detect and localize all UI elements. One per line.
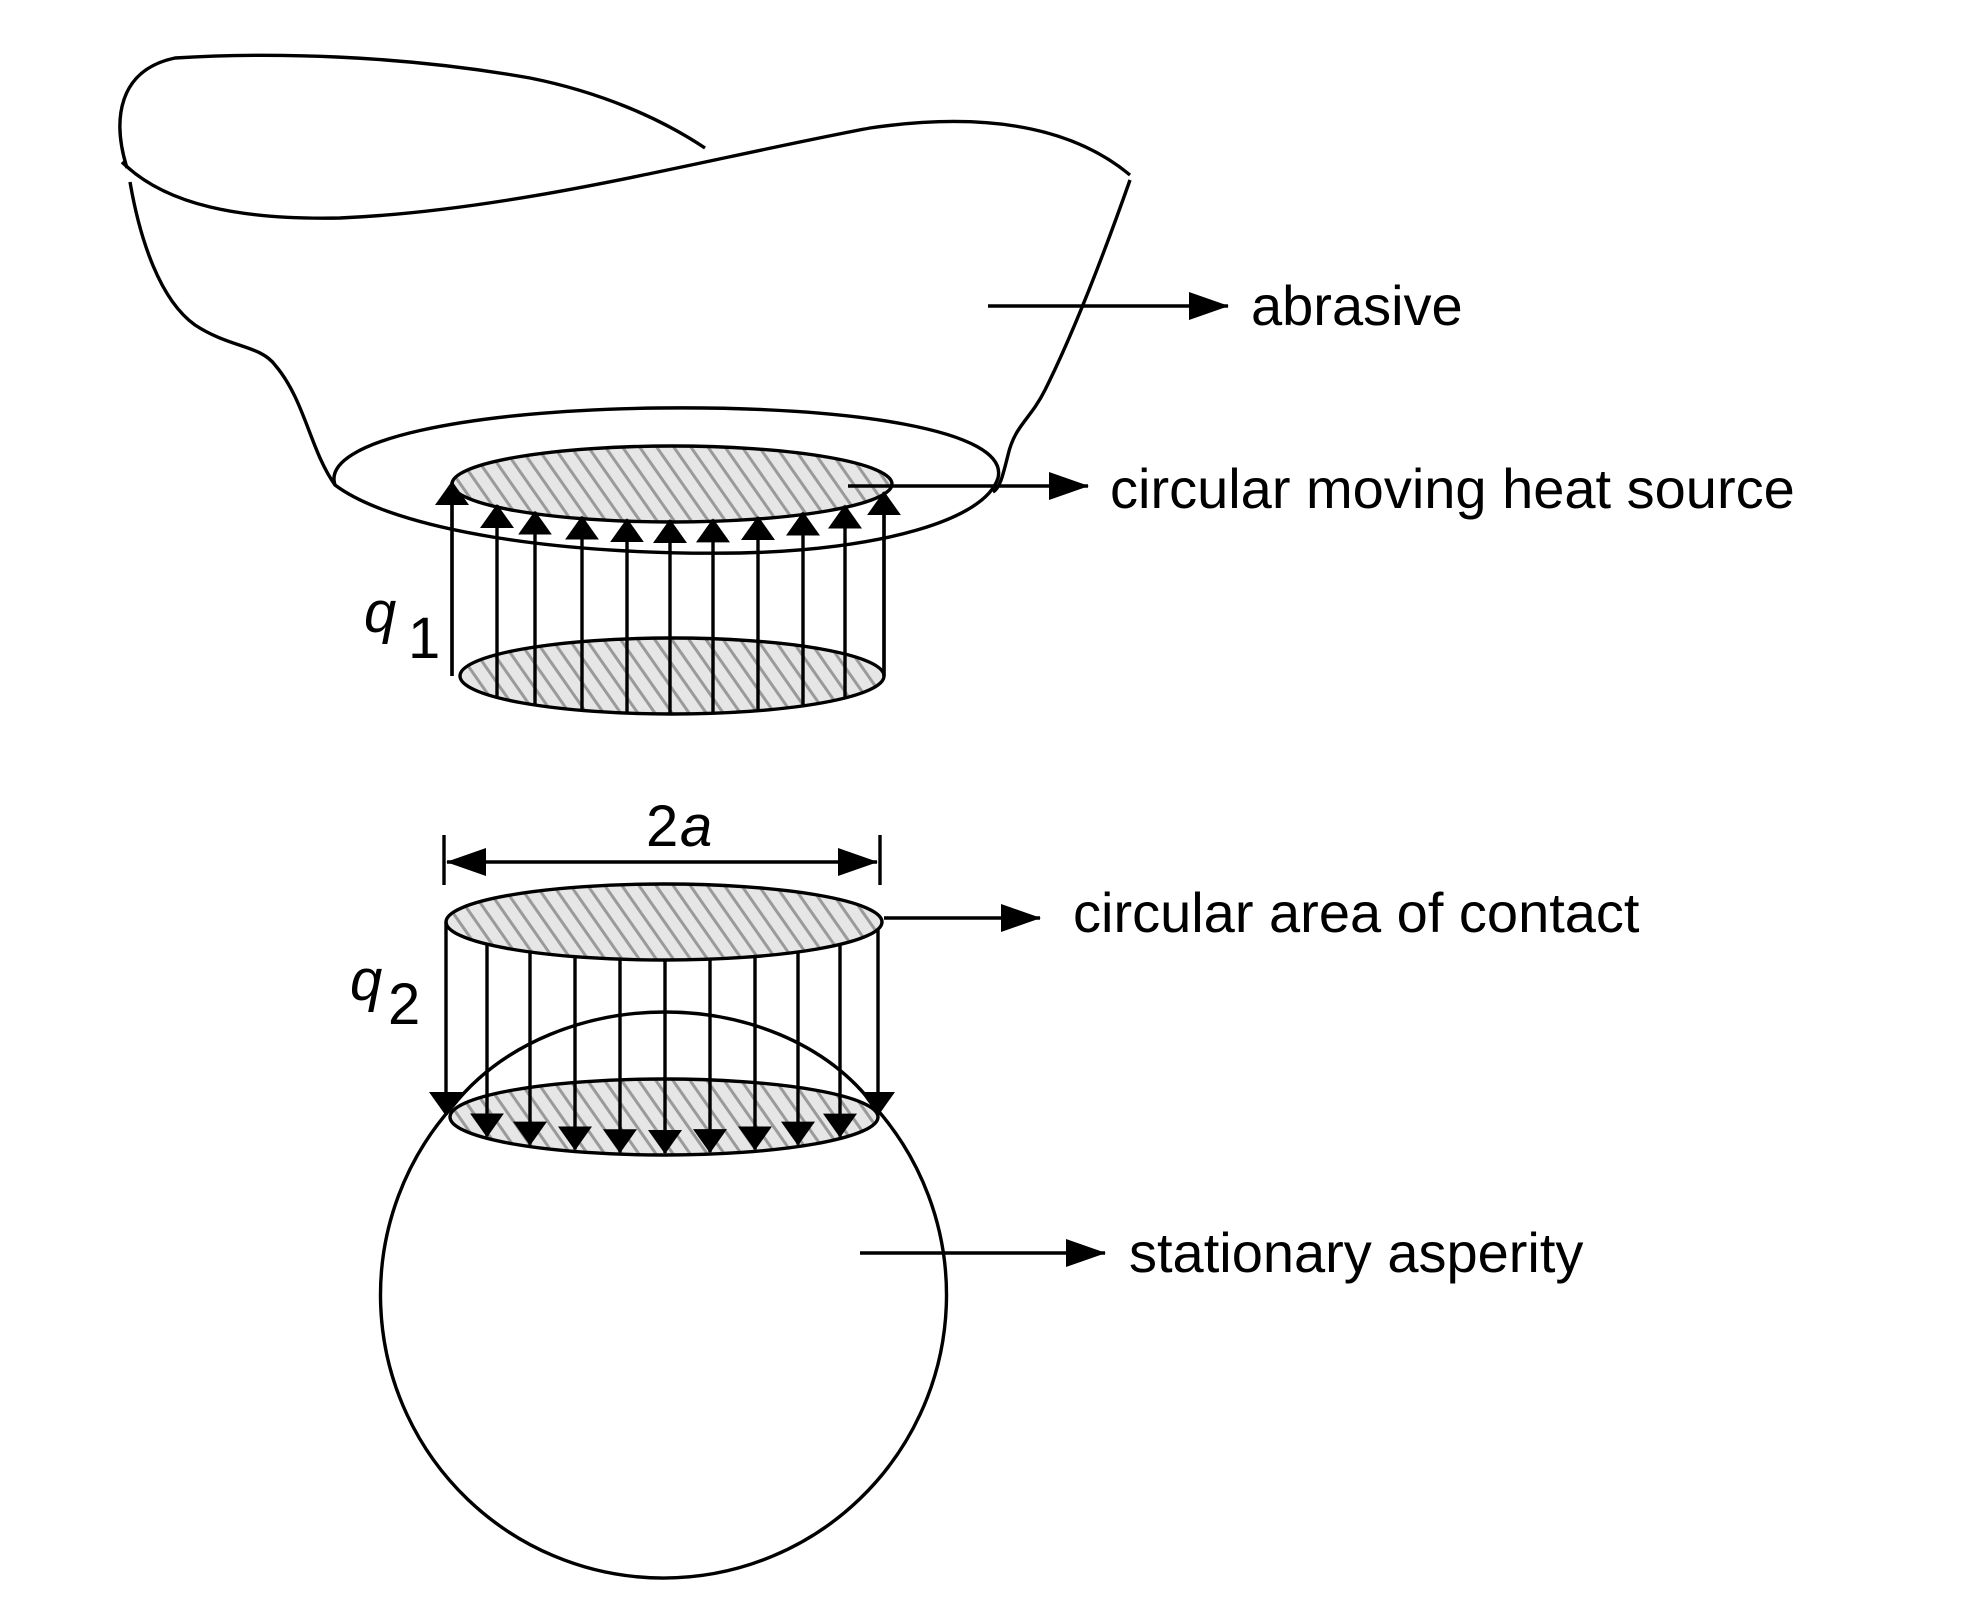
- q1-subscript: 1: [408, 606, 440, 671]
- contact-area-ellipse: [444, 882, 884, 962]
- width-number: 2: [646, 794, 678, 859]
- abrasive-bottom-face: [332, 406, 1001, 555]
- abrasive-grain: [118, 53, 1132, 555]
- asperity-label: stationary asperity: [1129, 1221, 1583, 1284]
- width-variable: a: [680, 794, 712, 859]
- q2-flux-arrows: [429, 922, 895, 1154]
- stationary-asperity: [378, 882, 949, 1580]
- heat-source-label: circular moving heat source: [1110, 457, 1795, 520]
- abrasive-top-front-edge: [120, 119, 1132, 220]
- q1-base-ellipse: [458, 636, 886, 716]
- abrasive-label: abrasive: [1251, 274, 1463, 337]
- abrasive-left-side: [128, 181, 337, 486]
- asperity-sphere-outline: [378, 1105, 949, 1580]
- q2-symbol: q: [350, 948, 382, 1013]
- q1-flux-cylinder: [435, 481, 901, 716]
- abrasive-right-side: [991, 179, 1132, 494]
- width-dimension: [442, 835, 882, 885]
- heat-source-ellipse: [450, 444, 894, 524]
- abrasive-top-back-edge: [118, 53, 706, 169]
- q1-flux-arrows: [435, 481, 901, 714]
- q1-symbol: q: [364, 580, 396, 645]
- q2-subscript: 2: [388, 972, 420, 1037]
- contact-area-label: circular area of contact: [1073, 881, 1640, 944]
